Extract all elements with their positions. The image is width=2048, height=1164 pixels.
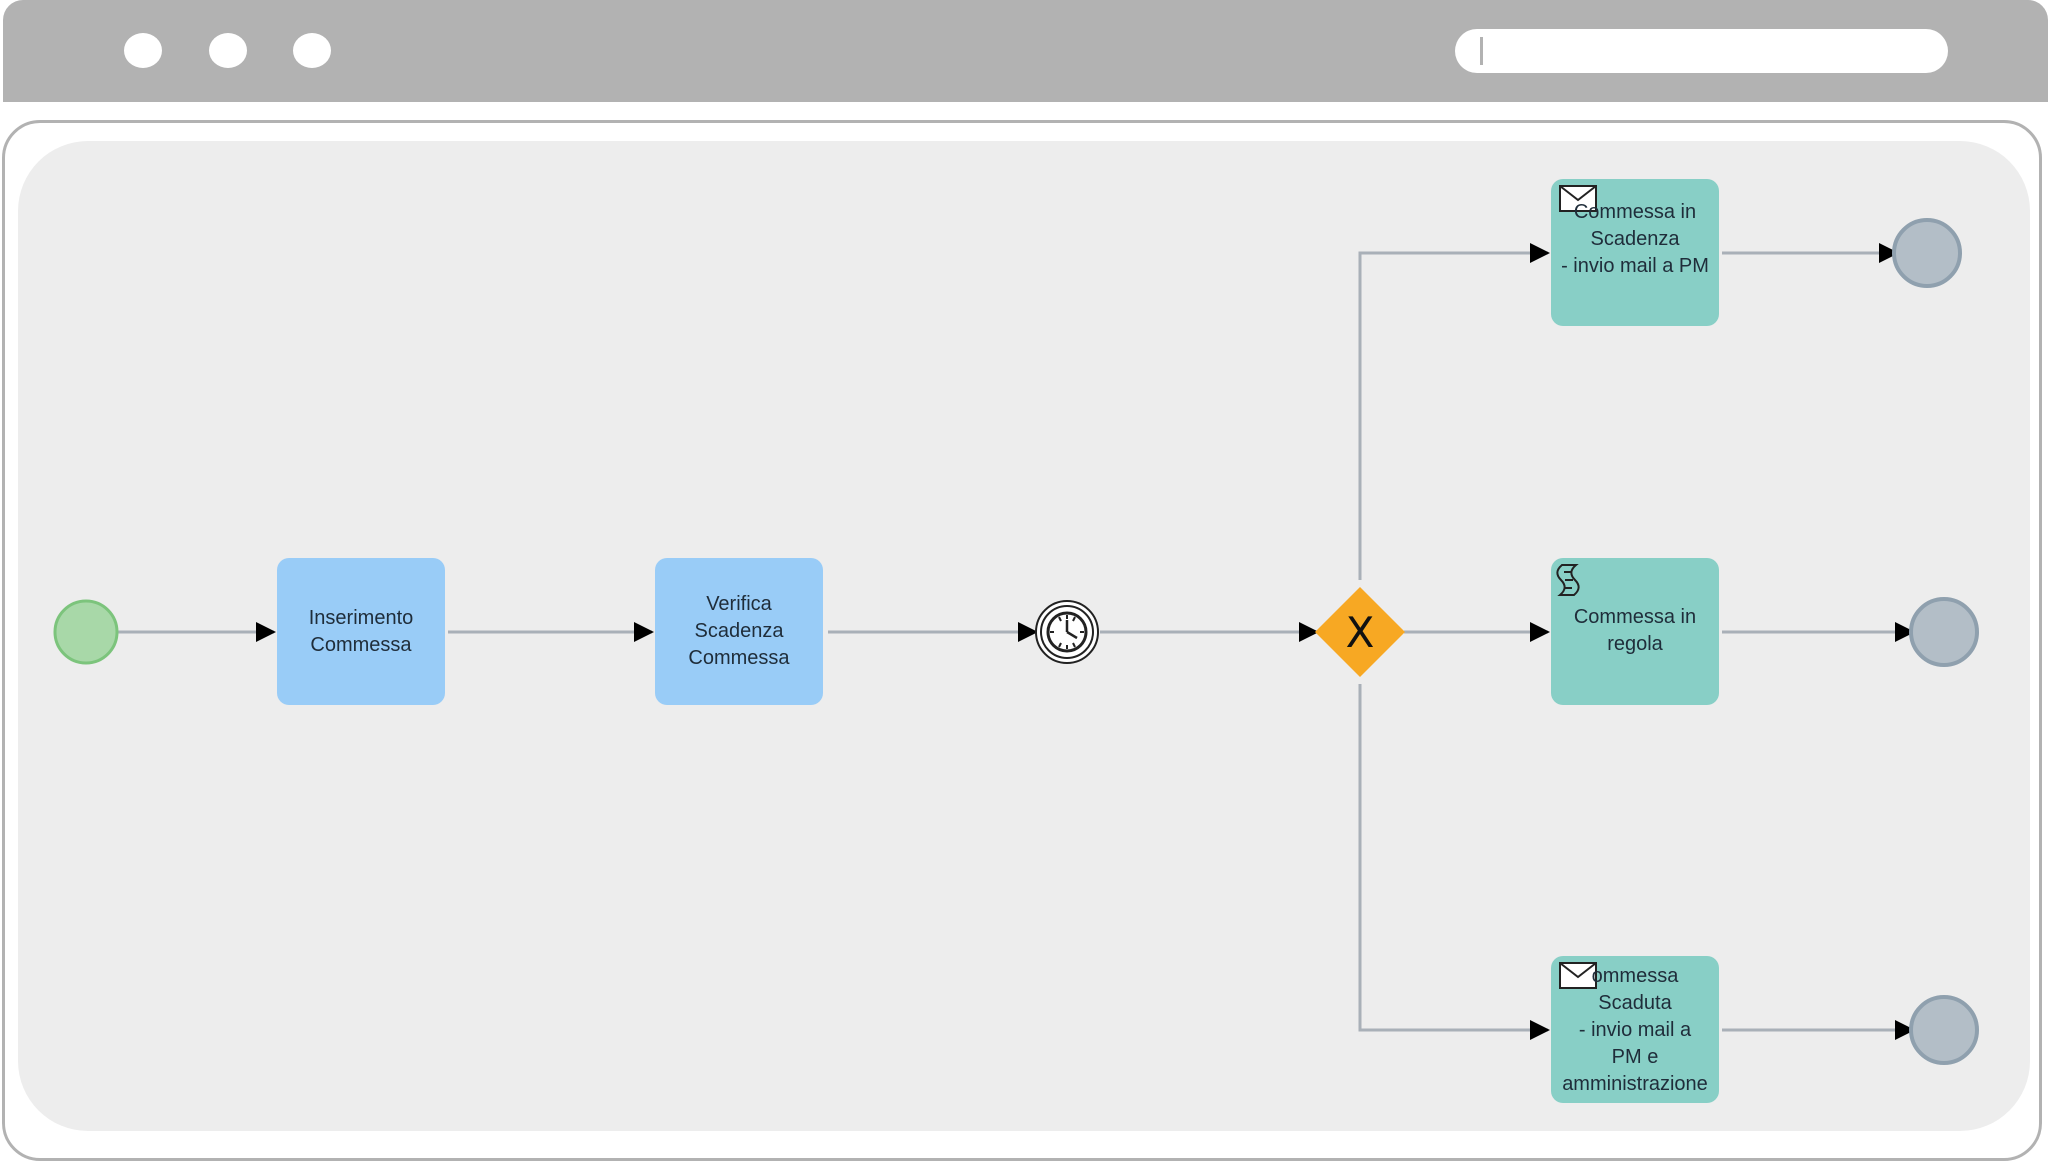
gateway-marker: X bbox=[1346, 608, 1375, 657]
address-bar[interactable] bbox=[1455, 29, 1948, 73]
flow-gateway-to-in-scadenza[interactable] bbox=[1358, 243, 1550, 580]
window-close-dot[interactable] bbox=[124, 33, 162, 68]
envelope-icon bbox=[1559, 962, 1597, 989]
window-maximize-dot[interactable] bbox=[293, 33, 331, 68]
end-event[interactable] bbox=[1892, 218, 1962, 288]
script-icon bbox=[1556, 564, 1580, 596]
task-label-inserimento: Inserimento Commessa bbox=[308, 606, 414, 656]
text-cursor bbox=[1480, 37, 1483, 65]
timer-event-icon[interactable] bbox=[1035, 600, 1099, 664]
end-event[interactable] bbox=[1909, 597, 1979, 667]
task-label-scaduta: ommessa Scaduta - invio mail a PM e ammi… bbox=[1562, 964, 1708, 1095]
flow-gateway-to-scaduta[interactable] bbox=[1358, 684, 1550, 1040]
task-label-verifica: Verifica Scadenza Commessa bbox=[688, 593, 790, 669]
browser-title-bar bbox=[3, 0, 2048, 102]
task-commessa-in-scadenza[interactable] bbox=[1551, 179, 1719, 326]
task-verifica-scadenza-commessa[interactable] bbox=[655, 558, 823, 705]
task-inserimento-commessa[interactable] bbox=[277, 558, 445, 705]
task-label-in-scadenza: Commessa in Scadenza - invio mail a PM bbox=[1561, 200, 1709, 277]
exclusive-gateway[interactable] bbox=[1315, 587, 1405, 677]
task-label-in-regola: Commessa in regola bbox=[1573, 606, 1697, 655]
task-commessa-in-regola[interactable] bbox=[1551, 558, 1719, 705]
task-commessa-scaduta[interactable] bbox=[1551, 956, 1719, 1103]
window-minimize-dot[interactable] bbox=[209, 33, 247, 68]
end-event[interactable] bbox=[1909, 995, 1979, 1065]
envelope-icon bbox=[1559, 185, 1597, 212]
start-event[interactable] bbox=[53, 599, 119, 665]
